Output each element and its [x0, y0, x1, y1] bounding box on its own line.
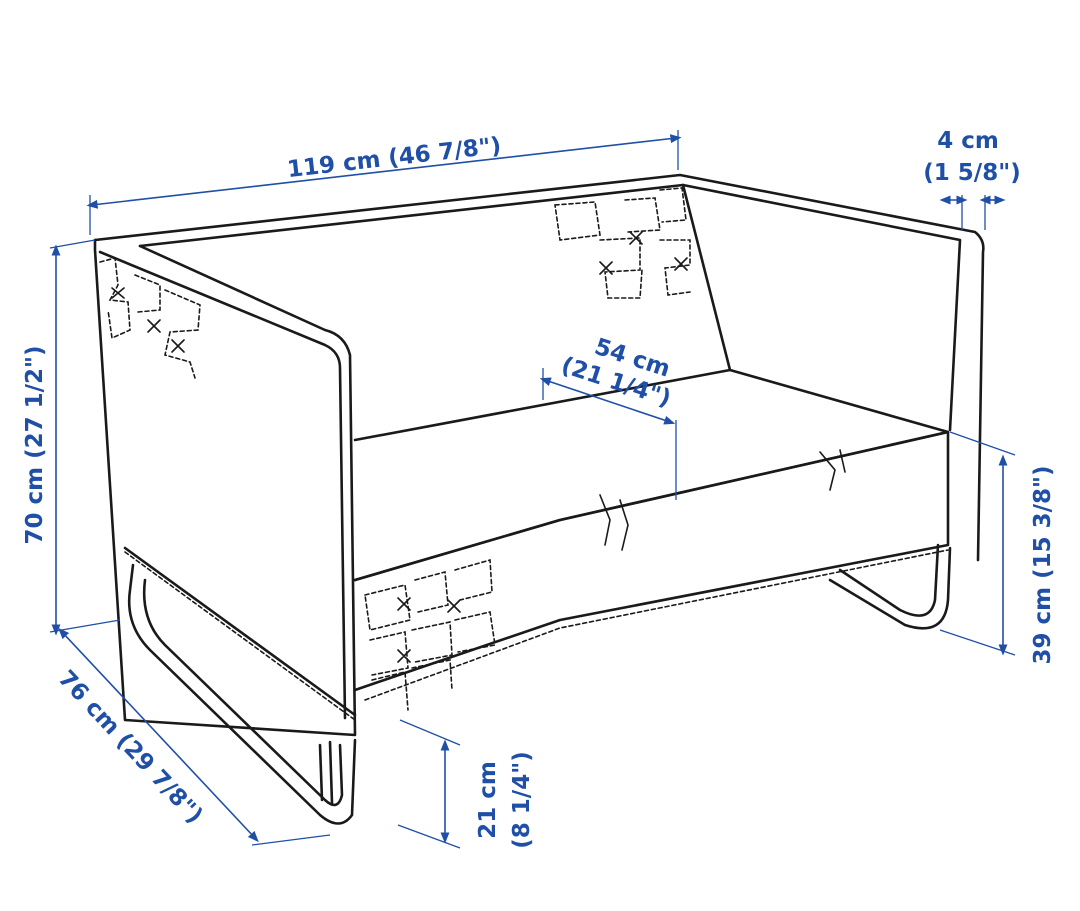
- dimension-lines: [49, 130, 1016, 849]
- height-label: 70 cm (27 1/2"): [22, 345, 48, 544]
- width-label: 119 cm (46 7/8"): [286, 133, 503, 183]
- svg-text:(1 5/8"): (1 5/8"): [923, 160, 1020, 186]
- loveseat-sofa-icon: [93, 173, 985, 825]
- svg-text:4 cm: 4 cm: [937, 128, 999, 154]
- svg-text:(8 1/4"): (8 1/4"): [509, 751, 535, 848]
- svg-text:119 cm (46 7/8"): 119 cm (46 7/8"): [286, 133, 503, 183]
- frame-thickness-label: 4 cm (1 5/8"): [923, 128, 1020, 186]
- depth-label: 76 cm (29 7/8"): [53, 666, 208, 829]
- svg-text:76 cm (29 7/8"): 76 cm (29 7/8"): [53, 666, 208, 829]
- svg-text:39 cm (15 3/8"): 39 cm (15 3/8"): [1030, 465, 1056, 664]
- seat-height-label: 39 cm (15 3/8"): [1030, 465, 1056, 664]
- leg-height-label: 21 cm (8 1/4"): [475, 751, 535, 848]
- svg-text:21 cm: 21 cm: [475, 761, 501, 839]
- svg-text:70 cm (27 1/2"): 70 cm (27 1/2"): [22, 345, 48, 544]
